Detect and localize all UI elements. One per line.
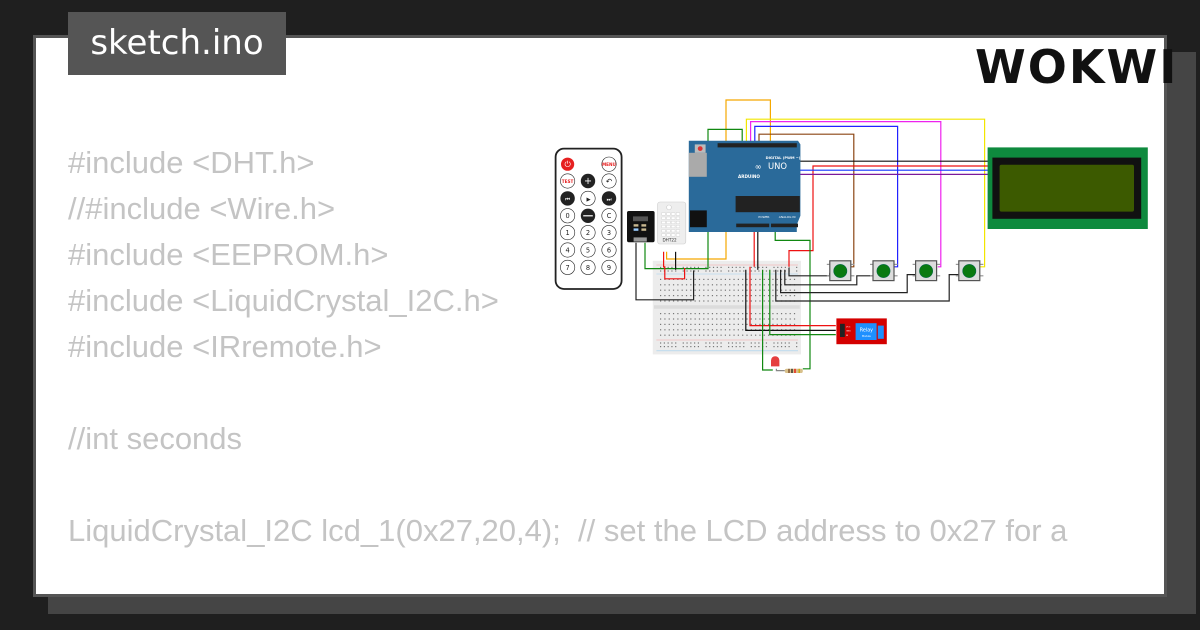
uno-label: UNO (768, 161, 787, 171)
rewind-glyph-icon: ⏮ (565, 197, 570, 203)
pushbutton-2[interactable] (870, 260, 898, 282)
wire-yellow (745, 118, 986, 268)
analog-label: ANALOG IN (779, 215, 796, 219)
preview-card (33, 35, 1167, 597)
test-button[interactable]: TEST (562, 179, 574, 184)
rewind-icon[interactable] (560, 191, 575, 206)
plus-glyph-icon: + (584, 176, 592, 187)
atmega-chip (735, 196, 800, 213)
relay-title: Relay (860, 328, 873, 334)
wire-btn4 (775, 269, 959, 302)
pushbutton-4[interactable] (955, 260, 984, 282)
wire-magenta (749, 121, 942, 268)
remote-button[interactable]: 6 (607, 246, 611, 254)
lcd-display[interactable] (987, 147, 1148, 230)
dht-label: DHT22 (662, 238, 677, 243)
reset-button[interactable] (697, 146, 703, 151)
back-icon[interactable] (601, 173, 617, 189)
red-led[interactable] (771, 356, 780, 367)
wire-lcd-vcc (788, 165, 989, 267)
power-jack (690, 210, 707, 228)
wire-dht-red (662, 251, 686, 280)
code-line: //#include <Wire.h> (68, 191, 336, 226)
resistor[interactable] (784, 368, 803, 373)
wire-brown (758, 133, 855, 268)
arduino-uno[interactable]: DIGITAL (PWM ~) UNO ARDUINO ∞ POWER ANAL… (688, 140, 801, 233)
wokwi-logo: WOKWI (975, 40, 1179, 94)
remote-button[interactable]: 5 (586, 246, 590, 254)
remote-button[interactable]: 2 (586, 229, 590, 237)
wire-relay-vcc (749, 266, 836, 327)
digital-header (717, 143, 797, 148)
remote-button[interactable]: 9 (607, 264, 611, 272)
forward-glyph-icon: ⏭ (607, 197, 612, 203)
digital-label: DIGITAL (PWM ~) (766, 156, 801, 160)
wire-relay-gnd (745, 269, 836, 332)
wire-led (761, 269, 773, 371)
relay-module[interactable]: Relay Module VCC GND IN (836, 318, 887, 345)
remote-button[interactable]: 1 (565, 229, 569, 237)
power-label: POWER (758, 215, 769, 219)
relay-pin-in: IN (846, 335, 849, 337)
wire-btn3 (779, 269, 916, 294)
wire-blue (754, 125, 899, 268)
play-glyph-icon: ▶ (587, 197, 592, 203)
wire-led-res (775, 368, 785, 372)
wire-ir-black (635, 242, 695, 301)
code-line: #include <EEPROM.h> (68, 237, 389, 272)
code-line: //int seconds (68, 421, 243, 456)
code-line: #include <LiquidCrystal_I2C.h> (68, 283, 499, 318)
remote-button[interactable]: C (607, 212, 612, 220)
dht22-sensor[interactable]: DHT22 (657, 201, 687, 245)
ir-receiver[interactable] (627, 211, 655, 243)
usb-port (688, 152, 707, 177)
code-line: LiquidCrystal_I2C lcd_1(0x27,20,4); // s… (68, 513, 1068, 548)
wire-btn2 (784, 269, 874, 286)
ir-remote[interactable]: ⏻ MENU TEST + ↶ ⏮ ▶ ⏭ 0 C 1 2 3 4 5 6 7 8 9 (554, 147, 623, 290)
breadboard (652, 260, 801, 355)
power-glyph-icon: ⏻ (565, 160, 572, 169)
sketch-title: sketch.ino (68, 12, 286, 75)
remote-button[interactable]: 0 (565, 212, 569, 220)
menu-button[interactable]: MENU (602, 162, 617, 167)
forward-icon[interactable] (601, 191, 617, 206)
infinity-logo-icon: ∞ (755, 162, 762, 172)
remote-button[interactable]: 3 (607, 229, 611, 237)
remote-button[interactable]: 8 (586, 264, 590, 272)
code-background: #include <DHT.h> //#include <Wire.h> #incl… (68, 140, 1067, 554)
code-line: #include <IRremote.h> (68, 329, 382, 364)
relay-subtitle: Module (862, 335, 871, 338)
relay-pin-gnd: GND (846, 331, 851, 333)
back-glyph-icon: ↶ (606, 177, 613, 186)
power-icon[interactable] (561, 157, 575, 171)
relay-pin-vcc: VCC (846, 326, 851, 328)
arduino-label: ARDUINO (738, 174, 760, 179)
remote-button[interactable]: 7 (565, 264, 569, 272)
pushbutton-3[interactable] (912, 260, 941, 282)
wire-a0 (774, 227, 811, 370)
plus-icon[interactable] (580, 173, 596, 189)
code-line: #include <DHT.h> (68, 145, 315, 180)
pushbutton-1[interactable] (826, 260, 855, 282)
wire-relay-in (769, 269, 836, 336)
play-icon[interactable] (580, 190, 596, 206)
remote-button[interactable]: 4 (565, 246, 569, 254)
